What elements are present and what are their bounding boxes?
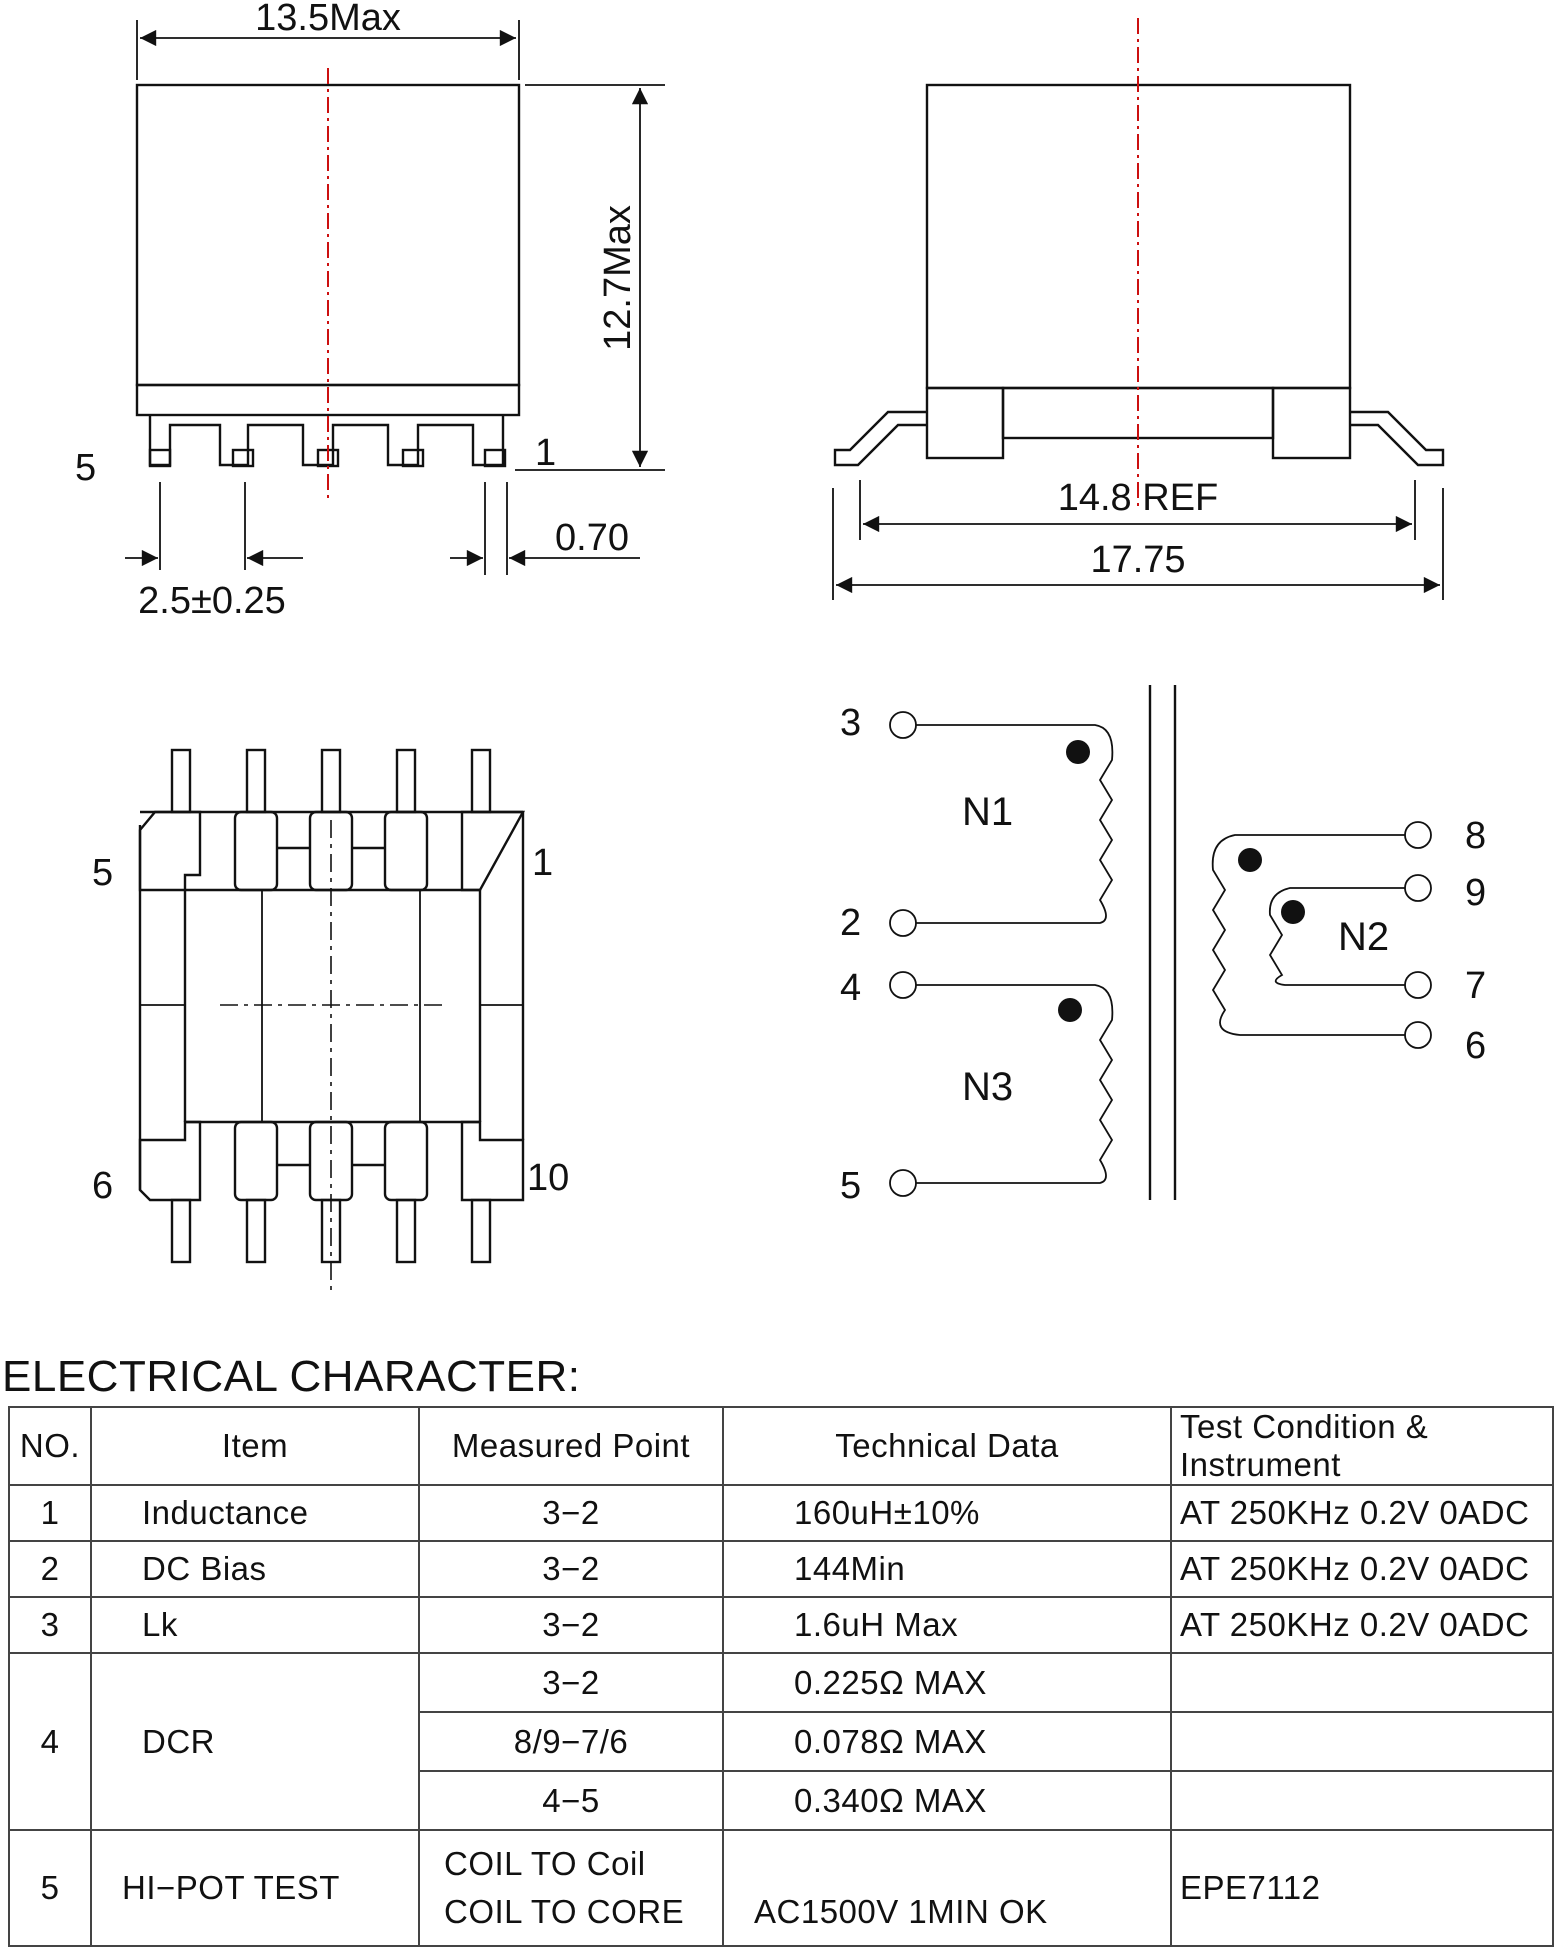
electrical-title: ELECTRICAL CHARACTER:	[2, 1352, 581, 1401]
schematic-pin-7: 7	[1465, 965, 1486, 1007]
schematic-pin-3: 3	[840, 702, 861, 744]
pin-width-dimension: 0.70	[555, 517, 629, 559]
header-no: NO.	[8, 1406, 92, 1486]
row-item: Lk	[90, 1596, 420, 1654]
row-measured-point: COIL TO Coil COIL TO CORE	[418, 1829, 724, 1947]
bottom-pin-label-10: 10	[527, 1157, 569, 1199]
table-row: 2 DC Bias 3−2 144Min AT 250KHz 0.2V 0ADC	[8, 1540, 1554, 1598]
table-row-dcr: 4−5 0.340Ω MAX	[9, 1770, 1554, 1831]
schematic-pin-8: 8	[1465, 815, 1486, 857]
row-technical-data: AC1500V 1MIN OK	[722, 1829, 1172, 1947]
winding-label-n2: N2	[1338, 915, 1389, 959]
terminal-9	[1404, 874, 1432, 902]
terminal-5	[889, 1169, 917, 1197]
row-technical-data: 0.340Ω MAX	[722, 1770, 1172, 1831]
row-test-condition: EPE7112	[1170, 1829, 1554, 1947]
bottom-view: 5 1 6 10	[92, 748, 569, 1290]
schematic-pin-5: 5	[840, 1165, 861, 1207]
table-row: 1 Inductance 3−2 160uH±10% AT 250KHz 0.2…	[8, 1484, 1554, 1542]
row-measured-point: 3−2	[418, 1596, 724, 1654]
side-view: 14.8 REF 17.75	[832, 18, 1445, 600]
bottom-pin-label-5: 5	[92, 852, 113, 894]
schematic-pin-6: 6	[1465, 1025, 1486, 1067]
polarity-dot-n1	[1066, 740, 1090, 764]
row-technical-data: 0.225Ω MAX	[722, 1652, 1172, 1713]
row-technical-data: 0.078Ω MAX	[722, 1711, 1172, 1772]
terminal-2	[889, 909, 917, 937]
schematic-pin-2: 2	[840, 902, 861, 944]
header-technical-data: Technical Data	[722, 1406, 1172, 1486]
row-measured-point: 3−2	[418, 1652, 724, 1713]
width-dimension: 13.5Max	[255, 0, 401, 39]
terminal-4	[889, 971, 917, 999]
height-dimension: 12.7Max	[597, 205, 639, 351]
electrical-table: NO. Item Measured Point Technical Data T…	[8, 1406, 1554, 1947]
winding-label-n3: N3	[962, 1065, 1013, 1109]
row-no: 2	[8, 1540, 92, 1598]
row-no: 4	[8, 1652, 92, 1831]
ref-dimension: 14.8 REF	[1058, 477, 1219, 519]
row-technical-data: 144Min	[722, 1540, 1172, 1598]
winding-label-n1: N1	[962, 790, 1013, 834]
row-item: DCR	[90, 1652, 420, 1831]
row-measured-point: 3−2	[418, 1484, 724, 1542]
header-item: Item	[90, 1406, 420, 1486]
polarity-dot-n2-inner	[1281, 900, 1305, 924]
bottom-pin-label-1: 1	[532, 842, 553, 884]
row-no: 5	[8, 1829, 92, 1947]
table-row-hipot: 5 HI−POT TEST COIL TO Coil COIL TO CORE …	[8, 1829, 1554, 1947]
measured-point-line-1: COIL TO Coil	[444, 1845, 646, 1882]
front-view: 13.5Max 12.7Max 5 1 2.5±0.25 0.70	[75, 0, 665, 622]
pin-label-5: 5	[75, 447, 96, 489]
terminal-6	[1404, 1021, 1432, 1049]
schematic-pin-4: 4	[840, 967, 861, 1009]
table-row-dcr: 4 DCR 3−2 0.225Ω MAX	[8, 1652, 1554, 1831]
terminal-7	[1404, 971, 1432, 999]
row-technical-data: 1.6uH Max	[722, 1596, 1172, 1654]
row-test-condition	[1170, 1652, 1554, 1713]
bottom-pin-label-6: 6	[92, 1165, 113, 1207]
header-measured-point: Measured Point	[418, 1406, 724, 1486]
schematic: 3 2 N1 4 5 N3 8 9 7 6 N2	[840, 685, 1486, 1207]
row-test-condition: AT 250KHz 0.2V 0ADC	[1170, 1540, 1554, 1598]
row-test-condition: AT 250KHz 0.2V 0ADC	[1170, 1484, 1554, 1542]
row-no: 3	[8, 1596, 92, 1654]
row-item: HI−POT TEST	[90, 1829, 420, 1947]
measured-point-line-2: COIL TO CORE	[444, 1893, 685, 1930]
overall-dimension: 17.75	[1090, 539, 1185, 581]
row-item: DC Bias	[90, 1540, 420, 1598]
table-row: 3 Lk 3−2 1.6uH Max AT 250KHz 0.2V 0ADC	[8, 1596, 1554, 1654]
terminal-8	[1404, 821, 1432, 849]
row-measured-point: 3−2	[418, 1540, 724, 1598]
header-test-condition: Test Condition & Instrument	[1170, 1406, 1554, 1486]
table-row-dcr: 8/9−7/6 0.078Ω MAX	[9, 1711, 1554, 1772]
polarity-dot-n2-outer	[1238, 848, 1262, 872]
row-test-condition: AT 250KHz 0.2V 0ADC	[1170, 1596, 1554, 1654]
row-technical-data: 160uH±10%	[722, 1484, 1172, 1542]
schematic-pin-9: 9	[1465, 872, 1486, 914]
transformer-drawing: 13.5Max 12.7Max 5 1 2.5±0.25 0.70 1 4	[75, 0, 1486, 1290]
table-header-row: NO. Item Measured Point Technical Data T…	[8, 1406, 1554, 1486]
row-test-condition	[1170, 1770, 1554, 1831]
row-item: Inductance	[90, 1484, 420, 1542]
terminal-3	[889, 711, 917, 739]
pitch-dimension: 2.5±0.25	[138, 580, 286, 622]
row-test-condition	[1170, 1711, 1554, 1772]
row-measured-point: 8/9−7/6	[418, 1711, 724, 1772]
pin-label-1: 1	[535, 432, 556, 474]
polarity-dot-n3	[1058, 998, 1082, 1022]
row-measured-point: 4−5	[418, 1770, 724, 1831]
row-no: 1	[8, 1484, 92, 1542]
